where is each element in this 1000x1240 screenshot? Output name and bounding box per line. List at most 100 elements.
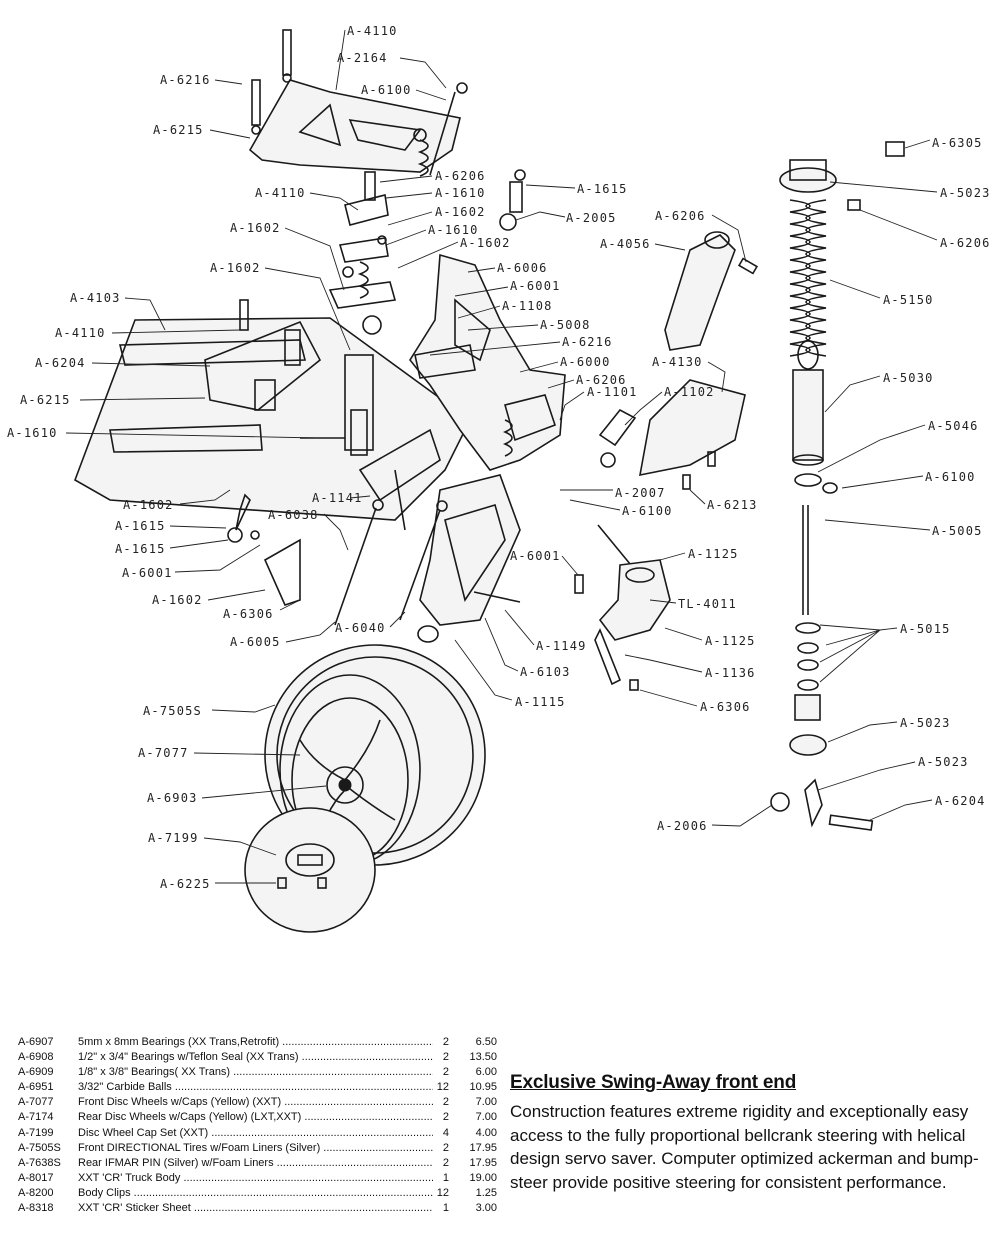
callout-label: A-1108 (502, 299, 553, 313)
callout-label: A-1610 (7, 426, 58, 440)
part-description: XXT 'CR' Truck Body (78, 1171, 433, 1186)
part-description: XXT 'CR' Sticker Sheet (78, 1201, 433, 1216)
parts-list-row: A-7505S Front DIRECTIONAL Tires w/Foam L… (18, 1141, 497, 1156)
front-upper-arm-drawing (248, 29, 468, 177)
part-quantity: 4 (442, 1126, 449, 1139)
callout-label: A-1602 (123, 498, 174, 512)
callout-label: A-6038 (268, 508, 319, 522)
callout-label: A-6903 (147, 791, 198, 805)
feature-blurb: Exclusive Swing-Away front end Construct… (510, 1072, 990, 1194)
callout-label: A-6006 (497, 261, 548, 275)
part-number: A-7077 (18, 1096, 54, 1109)
part-quantity: 12 (436, 1081, 449, 1094)
parts-list-row: A-8017 XXT 'CR' Truck Body 1 19.00 (18, 1171, 497, 1186)
parts-list-row: A-6907 5mm x 8mm Bearings (XX Trans,Retr… (18, 1035, 497, 1050)
part-quantity: 2 (442, 1141, 449, 1154)
part-description: Body Clips (78, 1186, 433, 1201)
callout-label: TL-4011 (678, 597, 737, 611)
callout-label: A-1125 (705, 634, 756, 648)
callout-label: A-1141 (312, 491, 363, 505)
feature-description: Construction features extreme rigidity a… (510, 1102, 979, 1192)
part-description: Disc Wheel Cap Set (XXT) (78, 1126, 433, 1141)
part-price: 13.50 (469, 1051, 497, 1064)
part-price: 17.95 (469, 1141, 497, 1154)
callout-label: A-6001 (122, 566, 173, 580)
callout-label: A-5008 (540, 318, 591, 332)
part-description: 1/2" x 3/4" Bearings w/Teflon Seal (XX T… (78, 1050, 433, 1065)
part-number: A-7638S (18, 1156, 61, 1169)
callout-label: A-6100 (361, 83, 412, 97)
callout-label: A-6005 (230, 635, 281, 649)
callout-label: A-2007 (615, 486, 666, 500)
callout-label: A-5030 (883, 371, 934, 385)
parts-list-row: A-6909 1/8" x 3/8" Bearings( XX Trans) 2… (18, 1065, 497, 1080)
callout-label: A-6213 (707, 498, 758, 512)
part-number: A-8318 (18, 1202, 54, 1215)
callout-label: A-4130 (652, 355, 703, 369)
part-price: 6.00 (475, 1066, 497, 1079)
part-number: A-6907 (18, 1036, 54, 1048)
parts-list-row: A-7077 Front Disc Wheels w/Caps (Yellow)… (18, 1095, 497, 1110)
callout-label: A-2006 (657, 819, 708, 833)
part-price: 17.95 (469, 1156, 497, 1169)
part-quantity: 1 (442, 1171, 449, 1184)
part-price: 10.95 (469, 1081, 497, 1094)
front-bulkhead-drawing (409, 169, 566, 643)
callout-label: A-6103 (520, 665, 571, 679)
callout-label: A-6206 (576, 373, 627, 387)
callout-label: A-1615 (577, 182, 628, 196)
callout-labels: A-4110 A-2164 A-6216 A-6100 A-6215 A-630… (7, 24, 991, 891)
part-price: 1.25 (475, 1186, 497, 1199)
parts-list-row: A-7174 Rear Disc Wheels w/Caps (Yellow) … (18, 1110, 497, 1125)
part-description: 3/32" Carbide Balls (78, 1080, 433, 1095)
callout-label: A-6001 (510, 279, 561, 293)
callout-label: A-1610 (435, 186, 486, 200)
callout-label: A-6306 (223, 607, 274, 621)
callout-label: A-7199 (148, 831, 199, 845)
callout-label: A-2164 (337, 51, 388, 65)
part-price: 6.50 (475, 1036, 497, 1048)
part-description: Front Disc Wheels w/Caps (Yellow) (XXT) (78, 1095, 433, 1110)
callout-label: A-1610 (428, 223, 479, 237)
part-number: A-7505S (18, 1141, 61, 1154)
front-bumper-drawing (598, 379, 746, 490)
parts-list-row: A-6908 1/2" x 3/4" Bearings w/Teflon Sea… (18, 1050, 497, 1065)
callout-label: A-1602 (435, 205, 486, 219)
callout-label: A-6040 (335, 621, 386, 635)
parts-list-row: A-8200 Body Clips 12 1.25 (18, 1186, 497, 1201)
part-description: Front DIRECTIONAL Tires w/Foam Liners (S… (78, 1141, 433, 1156)
part-number: A-6909 (18, 1066, 54, 1079)
callout-label: A-6204 (935, 794, 986, 808)
callout-label: A-6306 (700, 700, 751, 714)
bellcrank-steering-drawing (328, 171, 397, 335)
callout-label: A-5015 (900, 622, 951, 636)
shock-absorber-drawing (770, 141, 905, 831)
chassis-plate-drawing (74, 299, 472, 521)
part-number: A-8200 (18, 1186, 54, 1199)
callout-label: A-7505S (143, 704, 202, 718)
exploded-front-end-diagram: A-4110 A-2164 A-6216 A-6100 A-6215 A-630… (7, 24, 991, 933)
part-quantity: 2 (442, 1066, 449, 1079)
part-quantity: 2 (442, 1036, 449, 1048)
callout-label: A-1602 (230, 221, 281, 235)
callout-label: A-6216 (562, 335, 613, 349)
part-price: 7.00 (475, 1096, 497, 1109)
callout-label: A-4056 (600, 237, 651, 251)
callout-label: A-4103 (70, 291, 121, 305)
turnbuckles-drawing (227, 469, 448, 626)
part-quantity: 2 (442, 1111, 449, 1124)
callout-label: A-5046 (928, 419, 979, 433)
callout-label: A-6000 (560, 355, 611, 369)
callout-label: A-6206 (655, 209, 706, 223)
callout-label: A-1115 (515, 695, 566, 709)
part-number: A-6951 (18, 1081, 54, 1094)
parts-price-list: A-6907 5mm x 8mm Bearings (XX Trans,Retr… (18, 1035, 497, 1216)
callout-label: A-6305 (932, 136, 983, 150)
callout-label: A-6206 (940, 236, 991, 250)
part-quantity: 12 (436, 1186, 449, 1199)
callout-label: A-5023 (940, 186, 991, 200)
part-description: Rear IFMAR PIN (Silver) w/Foam Liners (78, 1156, 433, 1171)
part-number: A-6908 (18, 1051, 54, 1064)
part-quantity: 2 (442, 1096, 449, 1109)
